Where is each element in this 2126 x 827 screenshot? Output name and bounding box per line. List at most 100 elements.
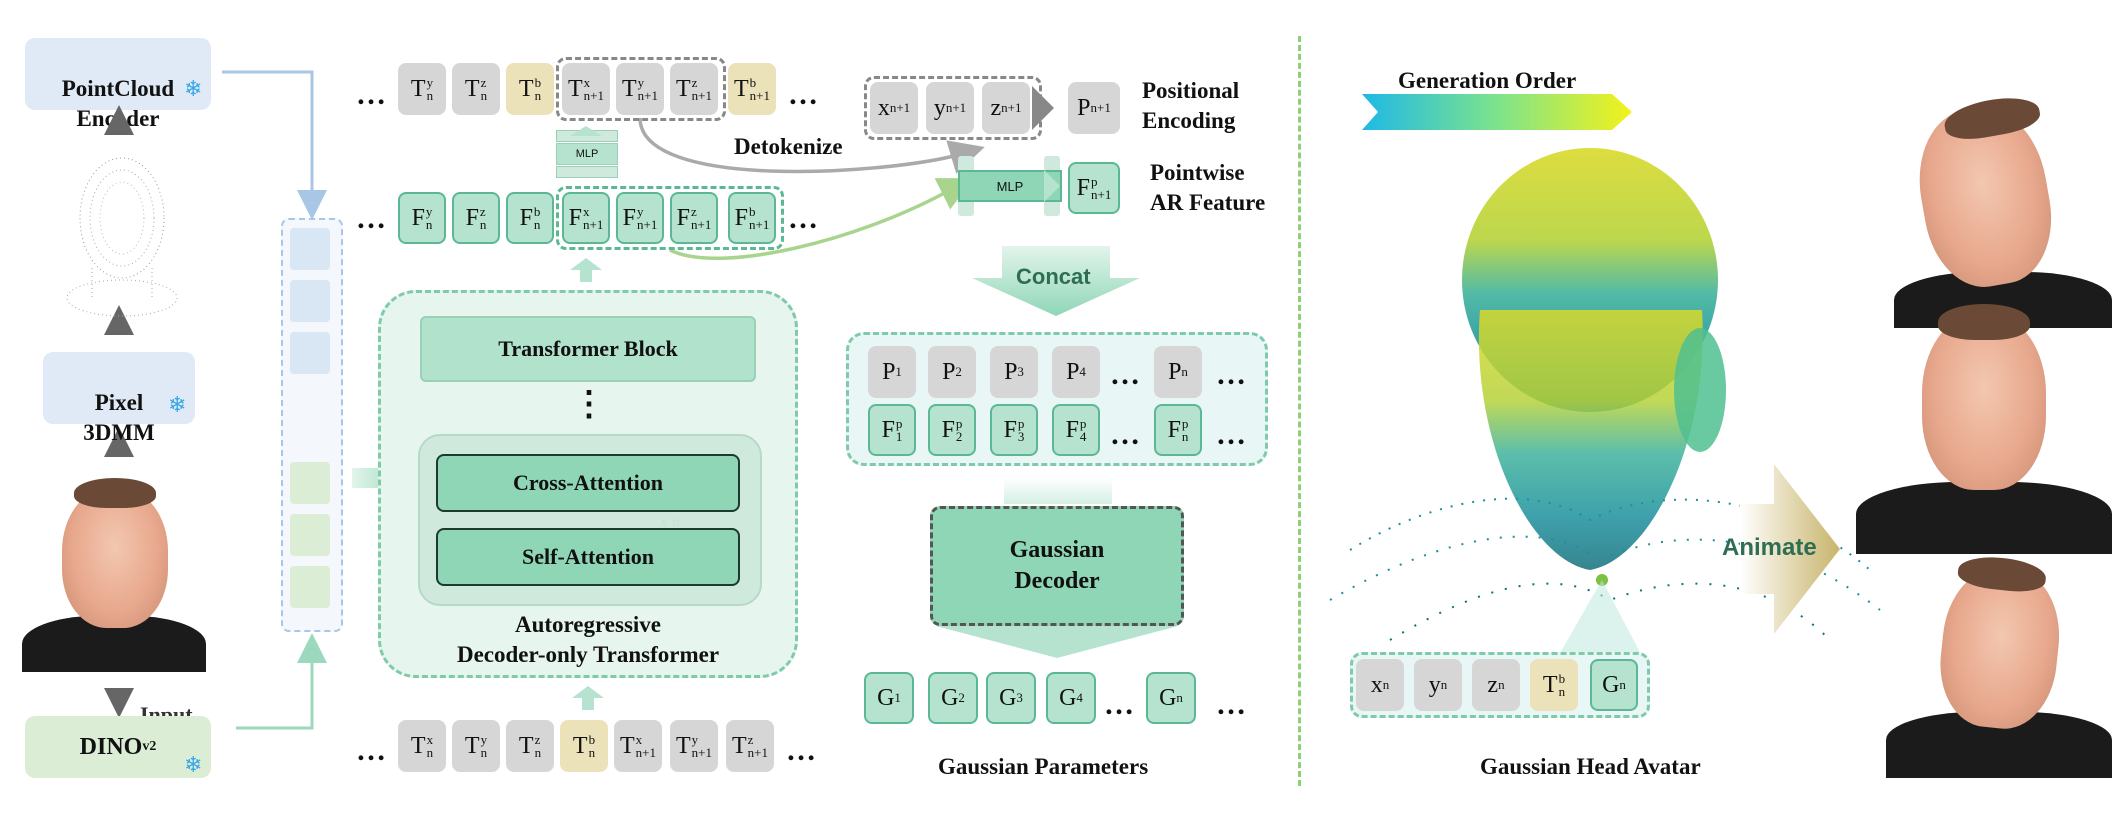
- snowflake-icon: ❄: [184, 752, 203, 777]
- next-point-feature-group: [556, 186, 784, 250]
- mlp-layer: [556, 166, 618, 178]
- vertical-ellipsis: ⋮: [572, 386, 606, 423]
- layer-count-label: x n: [660, 514, 680, 531]
- mlp-small-label: MLP: [575, 148, 599, 160]
- snowflake-icon: ❄: [184, 76, 203, 101]
- down-arrow-icon: [1004, 478, 1112, 504]
- generation-order-label: Generation Order: [1398, 68, 1577, 93]
- ellipsis: …: [356, 202, 387, 235]
- ellipsis: …: [786, 734, 817, 767]
- gaussian-parameters-label: Gaussian Parameters: [938, 754, 1149, 779]
- condition-token: [290, 514, 330, 556]
- snowflake-icon: ❄: [168, 392, 187, 417]
- pointcloud-head-image: [66, 157, 178, 317]
- ellipsis: …: [1216, 418, 1247, 451]
- ar-transformer-title: Autoregressive Decoder-only Transformer: [456, 612, 720, 667]
- condition-token: [290, 332, 330, 374]
- condition-token: [290, 462, 330, 504]
- pixel-3dmm-label: Pixel 3DMM: [83, 390, 155, 445]
- pointcloud-encoder-box: PointCloud Encoder: [25, 38, 211, 131]
- ellipsis: …: [356, 78, 387, 111]
- ellipsis: …: [1216, 688, 1247, 721]
- concat-label: Concat: [1016, 264, 1091, 289]
- ellipsis: …: [788, 202, 819, 235]
- dino-subscript: v2: [142, 739, 157, 754]
- right-arrow-icon: [1032, 86, 1054, 130]
- self-attention-block: Self-Attention: [436, 528, 740, 586]
- right-arrow-icon: [1044, 170, 1060, 202]
- next-point-token-group: [556, 57, 726, 121]
- condition-token: [290, 280, 330, 322]
- input-face-photo: [22, 466, 206, 672]
- gaussian-decoder-block: Gaussian Decoder: [930, 506, 1184, 626]
- ellipsis: …: [356, 734, 387, 767]
- ellipsis: …: [788, 78, 819, 111]
- up-arrow-icon: [572, 686, 604, 710]
- gaussian-decoder-label: Gaussian Decoder: [1009, 537, 1105, 594]
- up-arrow-icon: [570, 258, 602, 282]
- cross-attention-block: Cross-Attention: [436, 454, 740, 512]
- transformer-block: Transformer Block: [420, 316, 756, 382]
- animated-face-2: [1856, 294, 2112, 554]
- condition-token: [290, 228, 330, 270]
- gaussian-head-avatar-label: Gaussian Head Avatar: [1480, 754, 1701, 779]
- dino-label: DINO: [79, 733, 143, 760]
- pointwise-ar-feature-label: Pointwise AR Feature: [1150, 160, 1266, 215]
- generation-order-arrow: [1362, 94, 1632, 130]
- animated-face-1: [1864, 92, 2112, 328]
- ellipsis: …: [1110, 418, 1141, 451]
- transformer-block-label: Transformer Block: [498, 336, 678, 361]
- gaussian-point-cloud-head: [1329, 148, 1881, 660]
- self-attention-label: Self-Attention: [522, 544, 654, 569]
- pointcloud-encoder-label: PointCloud Encoder: [61, 76, 175, 131]
- down-arrow-icon: [936, 626, 1178, 658]
- ellipsis: …: [1104, 688, 1135, 721]
- animated-face-3: [1886, 552, 2112, 778]
- pixel-3dmm-box: Pixel 3DMM: [43, 352, 195, 445]
- animate-arrow: [1740, 464, 1840, 634]
- section-divider: [1298, 36, 1301, 786]
- mlp-small-block: MLP: [556, 143, 618, 165]
- detokenize-label: Detokenize: [734, 134, 843, 159]
- cross-attention-label: Cross-Attention: [513, 470, 663, 495]
